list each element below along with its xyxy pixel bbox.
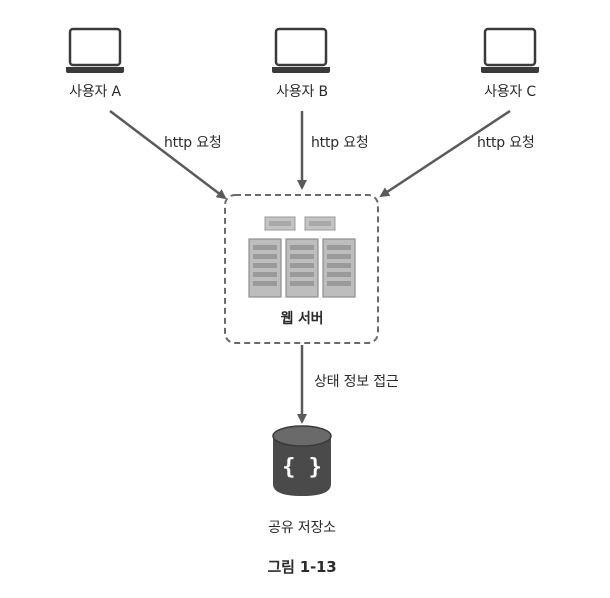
- arrow-user-a-to-server: [109, 110, 227, 200]
- figure-caption: 그림 1-13: [267, 558, 337, 576]
- shared-store-label: 공유 저장소: [268, 520, 336, 536]
- curly-braces-glyph: { }: [282, 455, 322, 480]
- edge-label-user-a: http 요청: [164, 135, 222, 151]
- edge-label-user-c: http 요청: [477, 135, 535, 151]
- laptop-icon-user-c: [481, 27, 539, 73]
- database-icon: { }: [272, 425, 332, 496]
- user-c-label: 사용자 C: [484, 84, 536, 100]
- web-server-boundary: [224, 194, 379, 344]
- edge-label-server-to-store: 상태 정보 접근: [314, 374, 399, 390]
- edge-label-user-b: http 요청: [311, 135, 369, 151]
- arrow-user-c-to-server: [379, 109, 511, 198]
- server-rack-icon: [248, 216, 356, 298]
- user-a-label: 사용자 A: [69, 84, 121, 100]
- laptop-icon-user-b: [272, 27, 330, 73]
- web-server-label: 웹 서버: [280, 311, 324, 327]
- laptop-icon-user-a: [66, 27, 124, 73]
- user-b-label: 사용자 B: [276, 84, 328, 100]
